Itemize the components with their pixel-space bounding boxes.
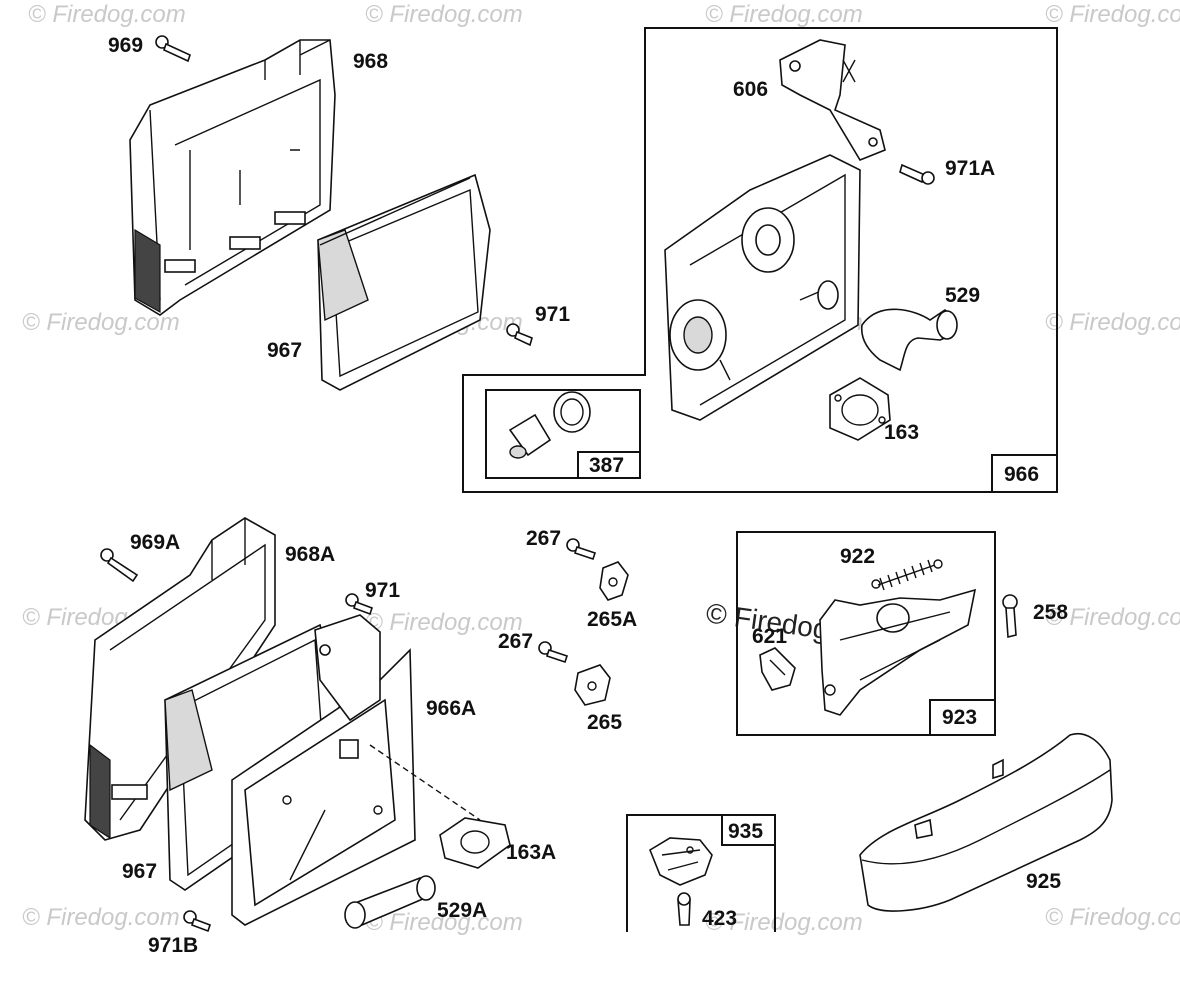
label-606: 606 [733, 78, 768, 101]
part-387-primer[interactable] [508, 391, 591, 459]
part-267-screw-a[interactable] [566, 538, 597, 561]
part-967-filter[interactable] [317, 173, 491, 391]
part-971B-screw[interactable] [183, 910, 212, 933]
label-968: 968 [353, 50, 388, 73]
label-258: 258 [1033, 601, 1068, 624]
part-922-spring[interactable] [871, 559, 943, 591]
watermark: © Firedog.com [365, 609, 523, 636]
label-968A: 968A [285, 543, 335, 566]
part-carburetor-body[interactable] [664, 154, 861, 421]
part-971-bolt-top[interactable] [506, 323, 533, 347]
label-971A: 971A [945, 157, 995, 180]
box-923-tag [929, 699, 996, 736]
label-423: 423 [702, 907, 737, 930]
watermark: © Firedog.com [1045, 904, 1180, 931]
part-971A-screw[interactable] [899, 163, 935, 185]
part-423-screw[interactable] [677, 892, 691, 926]
box-966-outline [462, 27, 1058, 493]
box-935-outline [626, 814, 776, 932]
watermark: © Firedog.com [705, 909, 863, 936]
box-387 [485, 389, 641, 479]
label-387: 387 [589, 454, 624, 477]
part-258-bolt[interactable] [1002, 594, 1018, 639]
watermark: © Firedog.com [365, 1, 523, 28]
part-966A-cover[interactable] [231, 614, 416, 926]
box-923-outline [736, 531, 996, 736]
label-969: 969 [108, 34, 143, 57]
label-163A: 163A [506, 841, 556, 864]
label-971-mid: 971 [365, 579, 400, 602]
label-966A: 966A [426, 697, 476, 720]
label-267-b: 267 [498, 630, 533, 653]
watermark: © Firedog.com [1045, 1, 1180, 28]
label-967-top: 967 [267, 339, 302, 362]
part-925-cover[interactable] [859, 733, 1113, 912]
label-966: 966 [1004, 463, 1039, 486]
part-968A-housing[interactable] [84, 517, 276, 841]
part-606-bracket[interactable] [779, 39, 886, 161]
part-935-bracket[interactable] [649, 837, 713, 886]
part-971-screw-mid[interactable] [345, 593, 374, 616]
box-935-tag [721, 814, 776, 846]
box-387-tag [577, 451, 641, 479]
watermark: © Firedog.com [22, 309, 180, 336]
part-968-housing[interactable] [129, 39, 336, 316]
part-969A-screw[interactable] [100, 548, 139, 583]
label-529: 529 [945, 284, 980, 307]
label-265: 265 [587, 711, 622, 734]
label-925: 925 [1026, 870, 1061, 893]
label-621: 621 [752, 625, 787, 648]
label-922: 922 [840, 545, 875, 568]
label-923: 923 [942, 706, 977, 729]
label-967-bottom: 967 [122, 860, 157, 883]
label-969A: 969A [130, 531, 180, 554]
label-265A: 265A [587, 608, 637, 631]
part-163-gasket[interactable] [829, 377, 891, 441]
part-969-screw[interactable] [155, 35, 191, 63]
watermark: © Firedog.com [365, 909, 523, 936]
part-265-clip[interactable] [574, 664, 611, 706]
part-529-elbow-tube[interactable] [860, 308, 958, 372]
watermark: © Firedog.com [1045, 309, 1180, 336]
label-529A: 529A [437, 899, 487, 922]
part-control-bracket[interactable] [819, 588, 977, 716]
watermark: © Firedog.com [1045, 604, 1180, 631]
label-935: 935 [728, 820, 763, 843]
part-265A-clip[interactable] [599, 561, 629, 601]
label-163: 163 [884, 421, 919, 444]
part-163A-gasket[interactable] [439, 817, 511, 869]
part-labels: 969 968 967 971 606 971A 529 163 387 966… [108, 34, 1068, 957]
watermark: © Firedog.com [705, 1, 863, 28]
part-621-lever[interactable] [759, 647, 796, 691]
box-966-tag [991, 454, 1058, 493]
label-971B: 971B [148, 934, 198, 957]
leader-dash-966A-163A [369, 744, 481, 821]
label-971-top: 971 [535, 303, 570, 326]
part-267-screw-b[interactable] [538, 641, 569, 664]
watermark: © Firedog.com [22, 904, 180, 931]
label-267-a: 267 [526, 527, 561, 550]
watermark: © Firedog.com [28, 1, 186, 28]
part-529A-tube[interactable] [344, 875, 436, 929]
